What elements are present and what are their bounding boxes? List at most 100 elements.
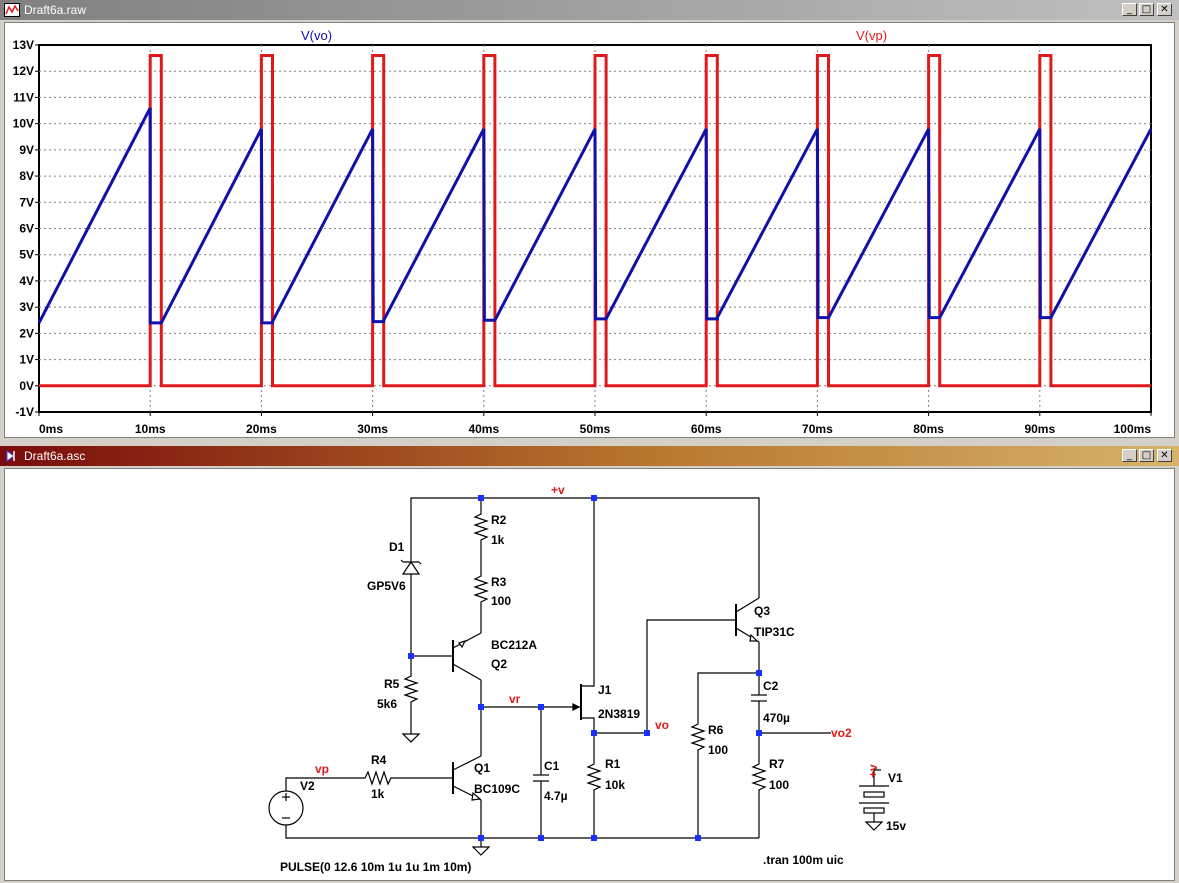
- x-tick-label: 90ms: [1024, 422, 1055, 436]
- y-tick-label: 0V: [19, 379, 34, 393]
- resistor-r6[interactable]: [690, 720, 706, 755]
- label-r3-value: 100: [491, 594, 511, 608]
- net-label-vr: vr: [509, 692, 521, 706]
- close-button[interactable]: ✕: [1157, 3, 1172, 16]
- label-q3-value: TIP31C: [754, 625, 795, 639]
- resistor-r1[interactable]: [586, 760, 602, 795]
- junction-dot: [538, 704, 544, 710]
- resistor-r5[interactable]: [403, 672, 419, 707]
- net-label-vo: vo: [655, 718, 669, 732]
- legend-vp: V(vp): [856, 28, 887, 43]
- label-c2-ref: C2: [763, 679, 779, 693]
- minimize-button[interactable]: _: [1122, 3, 1137, 16]
- zener-diode-d1[interactable]: [400, 559, 422, 575]
- waveform-app-icon: [4, 3, 20, 17]
- label-r2-value: 1k: [491, 533, 505, 547]
- close-button[interactable]: ✕: [1157, 449, 1172, 462]
- maximize-button[interactable]: □: [1139, 449, 1154, 462]
- battery-v1-cell1[interactable]: [863, 791, 885, 798]
- junction-dot: [478, 495, 484, 501]
- y-tick-label: 8V: [19, 169, 34, 183]
- net-label-vo2: vo2: [831, 726, 852, 740]
- wire-top-rail[interactable]: [410, 497, 760, 590]
- series-vo-line[interactable]: [37, 107, 1153, 325]
- x-tick-label: 70ms: [802, 422, 833, 436]
- label-r2-ref: R2: [491, 513, 507, 527]
- label-r4-value: 1k: [371, 787, 385, 801]
- spice-directive-tran[interactable]: .tran 100m uic: [763, 853, 844, 867]
- label-c2-value: 470µ: [763, 711, 790, 725]
- schematic-window-title: Draft6a.asc: [24, 449, 86, 463]
- y-tick-label: 12V: [13, 64, 34, 78]
- resistor-r3[interactable]: [473, 572, 489, 607]
- wire-vo[interactable]: [594, 619, 736, 734]
- junction-dot: [408, 653, 414, 659]
- y-tick-label: 7V: [19, 195, 34, 209]
- spice-directive-pulse[interactable]: PULSE(0 12.6 10m 1u 1u 1m 10m): [280, 860, 471, 874]
- label-r6-ref: R6: [708, 723, 724, 737]
- label-r4-ref: R4: [371, 753, 387, 767]
- waveform-window-title: Draft6a.raw: [24, 3, 87, 17]
- label-d1-ref: D1: [389, 540, 405, 554]
- resistor-r2[interactable]: [473, 510, 489, 545]
- jfet-j1-source[interactable]: [581, 717, 595, 760]
- x-tick-label: 80ms: [913, 422, 944, 436]
- voltage-source-v2[interactable]: [268, 790, 304, 826]
- y-tick-label: 5V: [19, 248, 34, 262]
- ground-r5: [401, 733, 421, 743]
- jfet-j1-drain[interactable]: [581, 498, 595, 687]
- label-r1-value: 10k: [605, 778, 625, 792]
- transistor-q2-collector[interactable]: [452, 663, 482, 681]
- wire-r6-top[interactable]: [697, 672, 759, 720]
- x-tick-label: 60ms: [691, 422, 722, 436]
- y-tick-label: 11V: [13, 90, 34, 104]
- y-tick-label: 1V: [19, 353, 34, 367]
- label-q3-ref: Q3: [754, 604, 770, 618]
- label-r6-value: 100: [708, 743, 728, 757]
- net-label-v1-plus: +v: [866, 764, 880, 778]
- junction-dot: [695, 835, 701, 841]
- schematic-canvas[interactable]: D1 GP5V6 R2 1k R3 100 BC212A Q2 R5 5k6 Q…: [5, 469, 1174, 880]
- waveform-window-titlebar[interactable]: Draft6a.raw _ □ ✕: [0, 0, 1179, 20]
- series-vp-line[interactable]: [39, 54, 1151, 388]
- label-r1-ref: R1: [605, 757, 621, 771]
- junction-dot: [644, 730, 650, 736]
- transistor-q3-arrow: [749, 633, 759, 642]
- battery-v1-cell2[interactable]: [863, 807, 885, 814]
- y-tick-label: 4V: [19, 274, 34, 288]
- schematic-window-titlebar[interactable]: Draft6a.asc _ □ ✕: [0, 446, 1179, 466]
- minimize-button[interactable]: _: [1122, 449, 1137, 462]
- label-q2-value: BC212A: [491, 638, 537, 652]
- y-tick-label: 9V: [19, 143, 34, 157]
- junction-dot: [538, 835, 544, 841]
- label-c1-ref: C1: [544, 759, 560, 773]
- label-d1-value: GP5V6: [367, 579, 406, 593]
- label-v2-ref: V2: [300, 779, 315, 793]
- wire-ground-rail[interactable]: [285, 825, 759, 839]
- transistor-q2-arrow: [458, 639, 467, 649]
- schematic-canvas-pane[interactable]: D1 GP5V6 R2 1k R3 100 BC212A Q2 R5 5k6 Q…: [4, 468, 1175, 881]
- net-label-vp: vp: [315, 762, 329, 776]
- label-r5-ref: R5: [384, 677, 400, 691]
- wire-vp[interactable]: [285, 777, 361, 791]
- transistor-q1-collector[interactable]: [452, 755, 482, 771]
- transistor-q3-collector[interactable]: [735, 597, 760, 613]
- ground-v1: [864, 821, 884, 831]
- y-tick-label: 13V: [13, 38, 34, 52]
- label-j1-ref: J1: [598, 683, 612, 697]
- resistor-r4[interactable]: [361, 770, 404, 786]
- junction-dot: [591, 835, 597, 841]
- x-tick-label: 100ms: [1114, 422, 1152, 436]
- junction-dot: [756, 730, 762, 736]
- label-q2-ref: Q2: [491, 657, 507, 671]
- x-tick-label: 10ms: [135, 422, 166, 436]
- label-v1-ref: V1: [888, 771, 903, 785]
- transistor-q2-emitter[interactable]: [452, 632, 482, 649]
- junction-dot: [591, 495, 597, 501]
- resistor-r7[interactable]: [751, 760, 767, 795]
- jfet-j1-arrow: [572, 703, 581, 711]
- label-r5-value: 5k6: [377, 697, 397, 711]
- maximize-button[interactable]: □: [1139, 3, 1154, 16]
